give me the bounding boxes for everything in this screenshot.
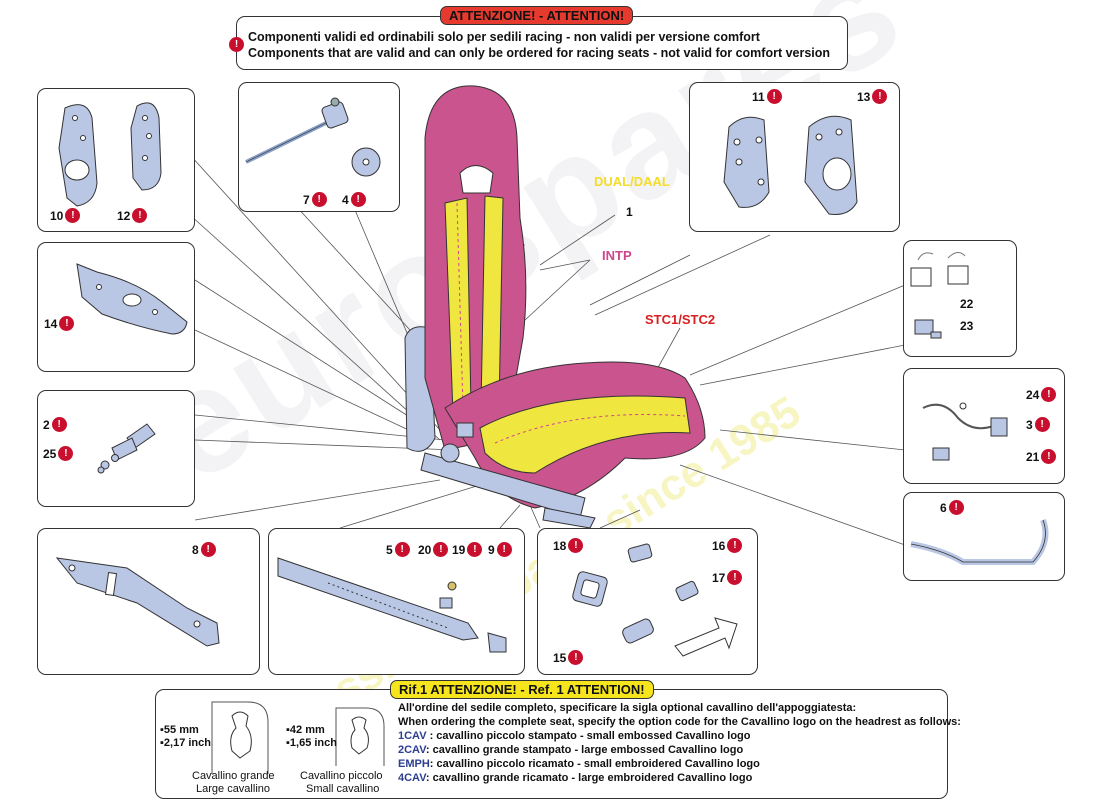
- callout-11: 11: [752, 89, 782, 104]
- part-box-11-13: [689, 82, 900, 232]
- callout-2: 2: [43, 417, 67, 432]
- hinge-cover-illustration: [723, 115, 858, 215]
- callout-17: 17: [712, 570, 743, 585]
- wiring-harness-illustration: [922, 402, 1008, 461]
- callout-3: 3: [1026, 417, 1050, 432]
- belt-guide-illustration: [572, 543, 738, 657]
- callout-19: 19: [452, 542, 483, 557]
- attention-banner-box: [236, 16, 848, 70]
- warning-icon: [948, 500, 964, 515]
- warning-icon: [766, 89, 782, 104]
- callout-18: 18: [553, 538, 584, 553]
- callout-14: 14: [44, 316, 75, 331]
- small-inch: ▪1,65 inch: [286, 737, 337, 749]
- warning-icon: [727, 538, 743, 553]
- base-plate-illustration: [76, 263, 188, 335]
- warning-icon: [1034, 417, 1050, 432]
- part-box-7-4: [238, 82, 400, 212]
- banner-line-english: Components that are valid and can only b…: [248, 46, 831, 60]
- attention-banner-tag: ATTENZIONE! - ATTENTION!: [440, 6, 634, 25]
- seat-rail-illustration: [277, 557, 507, 653]
- callout-20: 20: [418, 542, 449, 557]
- buckle-illustration: [97, 423, 156, 474]
- large-label-en: Large cavallino: [196, 783, 270, 795]
- cavallino-large-logo: [211, 701, 269, 774]
- label-intp: INTP: [602, 248, 632, 263]
- callout-16: 16: [712, 538, 743, 553]
- callout-25: 25: [43, 446, 74, 461]
- callout-22: 22: [960, 297, 974, 311]
- label-dual-daal: DUAL/DAAL: [594, 174, 670, 189]
- warning-icon: [51, 417, 67, 432]
- warning-icon: [568, 538, 584, 553]
- warning-icon: [467, 542, 483, 557]
- warning-icon: [132, 208, 148, 223]
- large-inch: ▪2,17 inch: [160, 737, 211, 749]
- ref-intro-english: When ordering the complete seat, specify…: [398, 716, 961, 728]
- callout-15: 15: [553, 650, 584, 665]
- warning-icon: [58, 446, 74, 461]
- warning-icon: [65, 208, 81, 223]
- callout-1: 1: [626, 205, 633, 219]
- cavallino-small-logo: [335, 707, 385, 766]
- racing-seat-illustration: [404, 85, 706, 528]
- warning-icon: [394, 542, 410, 557]
- large-mm: ▪55 mm: [160, 724, 199, 736]
- connector-illustration: [910, 252, 969, 339]
- callout-5: 5: [386, 542, 410, 557]
- callout-9: 9: [488, 542, 512, 557]
- tube-frame-illustration: [910, 518, 1049, 565]
- reference-note-box: [155, 689, 948, 799]
- ref-option-2cav: 2CAV: cavallino grande stampato - large …: [398, 744, 744, 756]
- warning-icon: [350, 192, 366, 207]
- small-mm: ▪42 mm: [286, 724, 325, 736]
- part-box-6: [903, 492, 1065, 581]
- callout-13: 13: [857, 89, 888, 104]
- callout-4: 4: [342, 192, 366, 207]
- warning-icon: [229, 37, 244, 52]
- warning-icon: [568, 650, 584, 665]
- callout-24: 24: [1026, 387, 1057, 402]
- callout-12: 12: [117, 208, 148, 223]
- callout-8: 8: [192, 542, 216, 557]
- reference-note-tag: Rif.1 ATTENZIONE! - Ref. 1 ATTENTION!: [390, 680, 654, 699]
- callout-10: 10: [50, 208, 81, 223]
- warning-icon: [59, 316, 75, 331]
- ref-option-4cav: 4CAV: cavallino grande ricamato - large …: [398, 772, 753, 784]
- cable-and-cap-illustration: [245, 97, 381, 177]
- large-label-it: Cavallino grande: [192, 770, 275, 782]
- warning-icon: [200, 542, 216, 557]
- small-label-en: Small cavallino: [306, 783, 380, 795]
- warning-icon: [727, 570, 743, 585]
- side-bracket-illustration: [55, 557, 220, 647]
- callout-23: 23: [960, 319, 974, 333]
- callout-6: 6: [940, 500, 964, 515]
- warning-icon: [433, 542, 449, 557]
- callout-21: 21: [1026, 449, 1057, 464]
- label-stc1-stc2: STC1/STC2: [645, 312, 716, 327]
- part-box-22-23: [903, 240, 1017, 357]
- warning-icon: [496, 542, 512, 557]
- ref-intro-italian: All'ordine del sedile completo, specific…: [398, 702, 857, 714]
- warning-icon: [872, 89, 888, 104]
- callout-7: 7: [303, 192, 327, 207]
- small-label-it: Cavallino piccolo: [300, 770, 383, 782]
- banner-line-italian: Componenti validi ed ordinabili solo per…: [248, 30, 760, 44]
- warning-icon: [1041, 387, 1057, 402]
- shell-bracket-left-illustration: [58, 102, 162, 207]
- warning-icon: [1041, 449, 1057, 464]
- ref-option-emph: EMPH: cavallino piccolo ricamato - small…: [398, 758, 760, 770]
- warning-icon: [311, 192, 327, 207]
- ref-option-1cav: 1CAV : cavallino piccolo stampato - smal…: [398, 730, 751, 742]
